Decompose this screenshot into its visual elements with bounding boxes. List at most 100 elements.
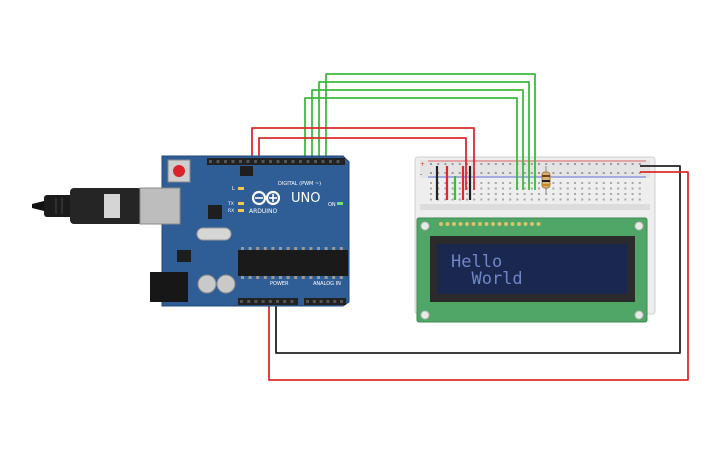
rail-hole [502,163,504,165]
lcd-pin [458,222,463,226]
digital-pin [254,160,257,163]
rail-hole [602,172,605,174]
led-tx-label: TX [227,201,234,207]
chip-pin [256,247,260,250]
breadboard-hole [451,187,454,190]
rail-hole [624,163,627,165]
power-pin [254,300,258,303]
rail-hole [610,163,612,165]
rail-hole [566,163,569,165]
rail-hole [430,172,432,174]
digital-pin [299,160,302,163]
lcd-pin [452,222,456,226]
digital-pin [261,160,265,163]
power-pin [240,300,243,303]
wire-data-d2 [325,73,536,190]
rail-hole [523,163,526,165]
dc-power-jack [150,272,188,302]
breadboard-hole [509,182,512,184]
breadboard-hole [430,187,432,190]
lcd-pin [530,222,534,226]
digital-pin [246,160,250,163]
breadboard-hole [638,193,641,195]
breadboard-jumpers [435,166,472,200]
breadboard-hole [624,198,627,201]
rail-hole [509,163,512,165]
analog-pin [306,300,309,303]
breadboard-hole [574,182,576,184]
lcd-screen [437,244,627,294]
breadboard-hole [566,193,569,195]
breadboard-hole [530,198,533,201]
breadboard-hole [466,193,468,195]
chip-pin [248,276,252,279]
breadboard-hole [610,198,612,201]
breadboard-hole [624,193,627,195]
digital-pin [336,160,340,163]
chip-pin [332,247,336,250]
analog-label: ANALOG IN [313,281,341,287]
rail-hole [566,172,569,174]
wire-data-d4 [311,89,524,190]
wires [251,73,689,381]
breadboard-hole [473,193,476,195]
led-rx [238,209,244,212]
chip-pin [256,276,260,279]
rail-minus-label: - [420,171,422,178]
lcd-pin [491,222,495,226]
lcd-pin [484,222,489,226]
breadboard-hole [530,187,533,190]
led-l [238,187,244,190]
chip-pin [339,247,343,250]
lcd-pin [523,222,528,226]
breadboard-hole [610,182,612,184]
breadboard-hole [437,198,440,201]
breadboard-hole [502,193,504,195]
breadboard-hole [487,193,490,195]
digital-pin [269,160,272,163]
lcd-pin [504,222,508,226]
breadboard-hole [602,182,605,184]
power-pin [247,300,251,303]
rail-hole [494,163,497,165]
rail-hole [444,172,447,174]
digital-pin [329,160,332,163]
power-pin [261,300,265,303]
digital-pin [284,160,287,163]
breadboard-hole [631,193,634,195]
breadboard-hole [523,198,526,201]
breadboard-hole [451,182,454,184]
rail-hole [595,172,598,174]
rail-hole [538,172,540,174]
breadboard-hole [638,187,641,190]
breadboard-hole [602,198,605,201]
breadboard-hole [494,193,497,195]
breadboard-hole [610,187,612,190]
breadboard-hole [552,198,555,201]
led-tx [238,202,244,205]
rail-hole [552,172,555,174]
breadboard-hole [588,182,591,184]
analog-pin [340,300,343,303]
wire-5v [268,171,689,381]
breadboard-hole [466,198,468,201]
breadboard-hole [487,198,490,201]
breadboard-hole [638,182,641,184]
rail-hole [559,172,562,174]
lcd-pin [497,222,502,226]
rail-hole [638,163,641,165]
breadboard-hole [494,187,497,190]
breadboard-hole [638,198,641,201]
rail-hole [451,172,454,174]
breadboard-hole [588,187,591,190]
rail-hole [617,172,620,174]
rail-hole [574,172,576,174]
breadboard-hole [466,182,468,184]
breadboard-hole [617,182,620,184]
chip-pin [332,276,336,279]
lcd-pin [510,222,515,226]
power-label: POWER [270,281,289,287]
atmega-chip [238,250,348,276]
rail-hole [437,172,440,174]
breadboard-hole [610,193,612,195]
